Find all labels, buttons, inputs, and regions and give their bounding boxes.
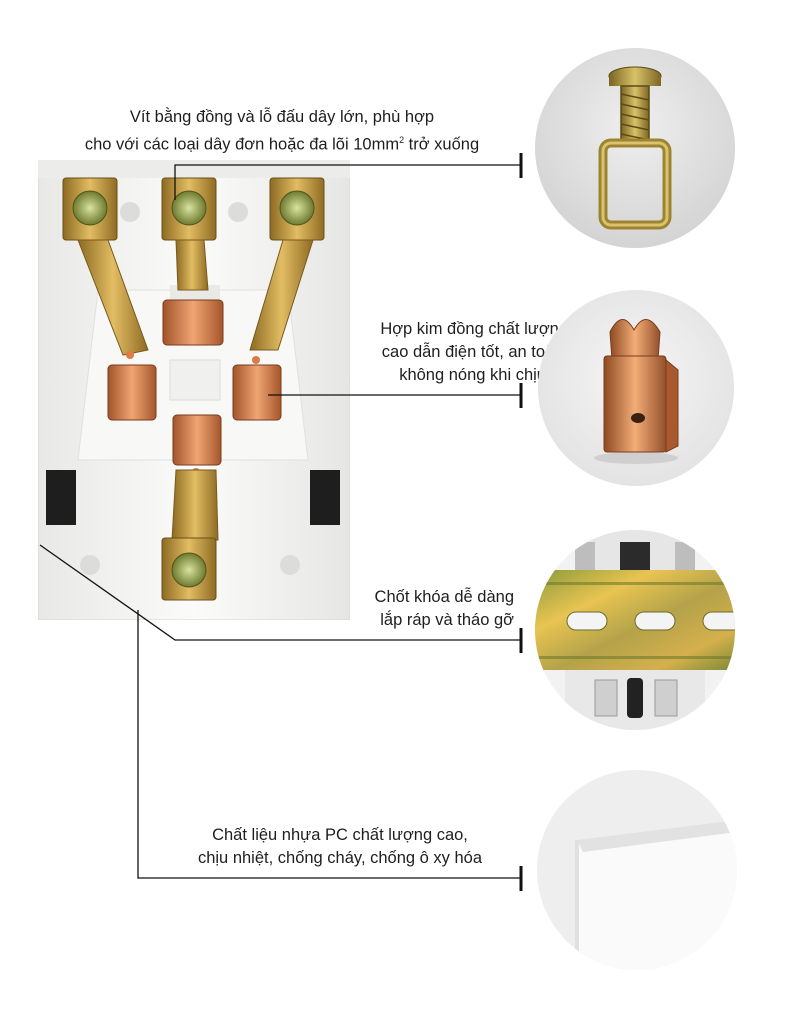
callout-contact-line-1: Hợp kim đồng chất lượng: [380, 320, 568, 338]
callout-plastic-caption: Chất liệu nhựa PC chất lượng cao, chịu n…: [160, 824, 520, 870]
copper-contact-photo: [538, 290, 734, 486]
callout-contact-line-3: không nóng khi chịu tải: [399, 366, 568, 384]
callout-screw-line-2: cho với các loại dây đơn hoặc đa lõi 10m…: [62, 129, 502, 157]
callout-contact-caption: Hợp kim đồng chất lượng cao dẫn điện tốt…: [332, 318, 568, 387]
callout-plastic-line-2: chịu nhiệt, chống cháy, chống ô xy hóa: [197, 849, 483, 867]
din-rail-latch-photo: [535, 530, 735, 730]
callout-screw-line-2-tail: trở xuống: [404, 135, 480, 154]
callout-latch-line-2: lắp ráp và tháo gỡ: [380, 611, 514, 629]
callout-latch-line-1: Chốt khóa dễ dàng: [374, 588, 514, 606]
callout-latch-caption: Chốt khóa dễ dàng lắp ráp và tháo gỡ: [334, 586, 514, 632]
callout-screw-line-2-text: cho với các loại dây đơn hoặc đa lõi 10m…: [84, 135, 400, 154]
callout-screw-superscript: 2: [399, 135, 405, 145]
callout-screw-caption: Vít bằng đồng và lỗ đấu dây lớn, phù hợp…: [62, 106, 502, 157]
pc-plastic-sample-photo: [537, 770, 737, 970]
callout-screw-line-1: Vít bằng đồng và lỗ đấu dây lớn, phù hợp: [129, 108, 435, 126]
callout-plastic-line-1: Chất liệu nhựa PC chất lượng cao,: [212, 826, 468, 844]
brass-screw-clamp-photo: [535, 48, 735, 248]
callout-contact-line-2: cao dẫn điện tốt, an toàn,: [381, 343, 568, 361]
